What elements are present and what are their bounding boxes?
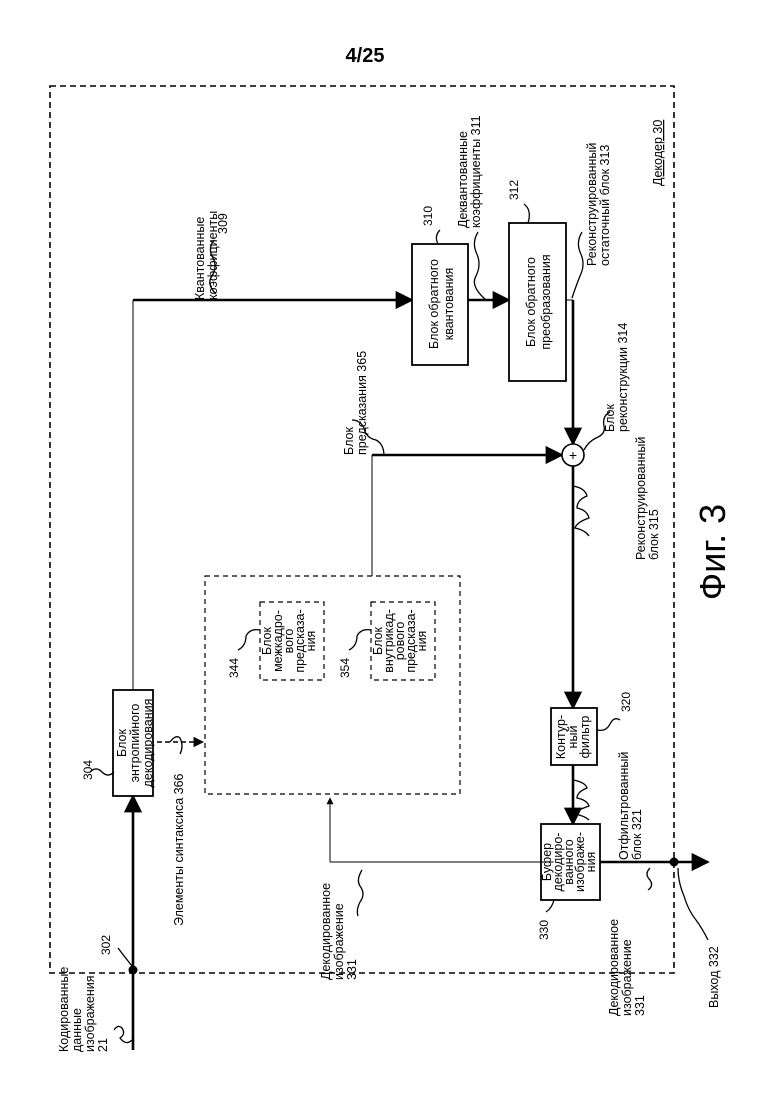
residual-leader: [572, 232, 583, 298]
decoded-left-label-2: изображение: [332, 903, 346, 980]
loop-filter-ref: 320: [619, 692, 633, 712]
decoded-bottom-label-2: изображение: [620, 939, 634, 1016]
decoded-left-label-1: Декодированное: [319, 883, 333, 980]
filtered-label-2: блок 321: [630, 809, 644, 860]
residual-label-1: Реконструированный: [585, 143, 599, 266]
input-ref: 302: [99, 935, 113, 955]
inv-quant-label-2: квантования: [442, 268, 456, 340]
encoded-data-leader: [114, 1026, 132, 1042]
encoded-data-label-2: данные: [70, 1008, 84, 1052]
decoded-bottom-leader: [647, 868, 652, 890]
encoded-data-label-4: 21: [96, 1038, 110, 1052]
quant-coeffs-label-1: Квантованные: [193, 217, 207, 300]
figure-caption: Фиг. 3: [692, 504, 733, 600]
dequant-leader: [474, 232, 486, 300]
entropy-label-3: декодирования: [141, 699, 155, 788]
inter-ref: 344: [227, 658, 241, 678]
residual-label-2: остаточный блок 313: [598, 145, 612, 266]
recon-315-label-1: Реконструированный: [634, 437, 648, 560]
filtered-leader: [573, 780, 589, 820]
decoder-label: Декодер 30: [651, 120, 665, 186]
inv-quant-ref: 310: [421, 206, 435, 226]
dpb-leader: [546, 900, 554, 912]
dequant-label-2: коэффициенты 311: [469, 115, 483, 228]
syntax-elements-label: Элементы синтаксиса 366: [172, 773, 186, 926]
adder-plus-icon: +: [569, 447, 577, 463]
prediction-processing-region: [205, 576, 460, 794]
input-ref-leader: [118, 948, 132, 966]
output-label: Выход 332: [707, 946, 721, 1008]
inter-leader: [238, 630, 260, 650]
intra-leader: [349, 630, 371, 650]
inv-transform-leader: [524, 204, 529, 223]
output-leader: [678, 868, 708, 940]
inv-transform-label-1: Блок обратного: [524, 257, 538, 347]
inv-quant-label-1: Блок обратного: [427, 259, 441, 349]
inter-label-5: ния: [304, 631, 318, 652]
loop-filter-label-3: фильтр: [578, 716, 592, 759]
recon-315-leader: [573, 486, 589, 536]
decoded-left-label-3: 331: [345, 959, 359, 980]
pred-block-label-2: предсказания 365: [355, 351, 369, 455]
intra-label-5: ния: [415, 631, 429, 652]
entropy-label-1: Блок: [115, 729, 129, 757]
inv-quant-leader: [436, 230, 440, 244]
syntax-leader: [170, 737, 182, 754]
input-junction: [129, 966, 138, 975]
decoded-bottom-label-1: Декодированное: [607, 919, 621, 1016]
encoded-data-label-1: Кодированные: [57, 967, 71, 1052]
inv-transform-ref: 312: [507, 180, 521, 200]
decoded-bottom-label-3: 331: [633, 995, 647, 1016]
decoded-left-leader: [357, 870, 363, 916]
intra-ref: 354: [338, 658, 352, 678]
pred-block-label-1: Блок: [342, 427, 356, 455]
loop-filter-leader: [597, 719, 620, 731]
quant-coeffs-label-3: 309: [216, 213, 230, 234]
encoded-data-label-3: изображения: [83, 975, 97, 1052]
recon-315-label-2: блок 315: [647, 509, 661, 560]
page-number: 4/25: [346, 45, 385, 67]
entropy-label-2: энтропийного: [128, 704, 142, 783]
dequant-label-1: Деквантованные: [456, 131, 470, 228]
recon-314-label-2: реконструкции 314: [616, 323, 630, 432]
dpb-ref: 330: [537, 920, 551, 940]
output-junction: [670, 858, 679, 867]
inv-transform-label-2: преобразования: [539, 254, 553, 349]
filtered-label-1: Отфильтрованный: [617, 752, 631, 860]
dpb-label-5: ния: [584, 852, 598, 873]
